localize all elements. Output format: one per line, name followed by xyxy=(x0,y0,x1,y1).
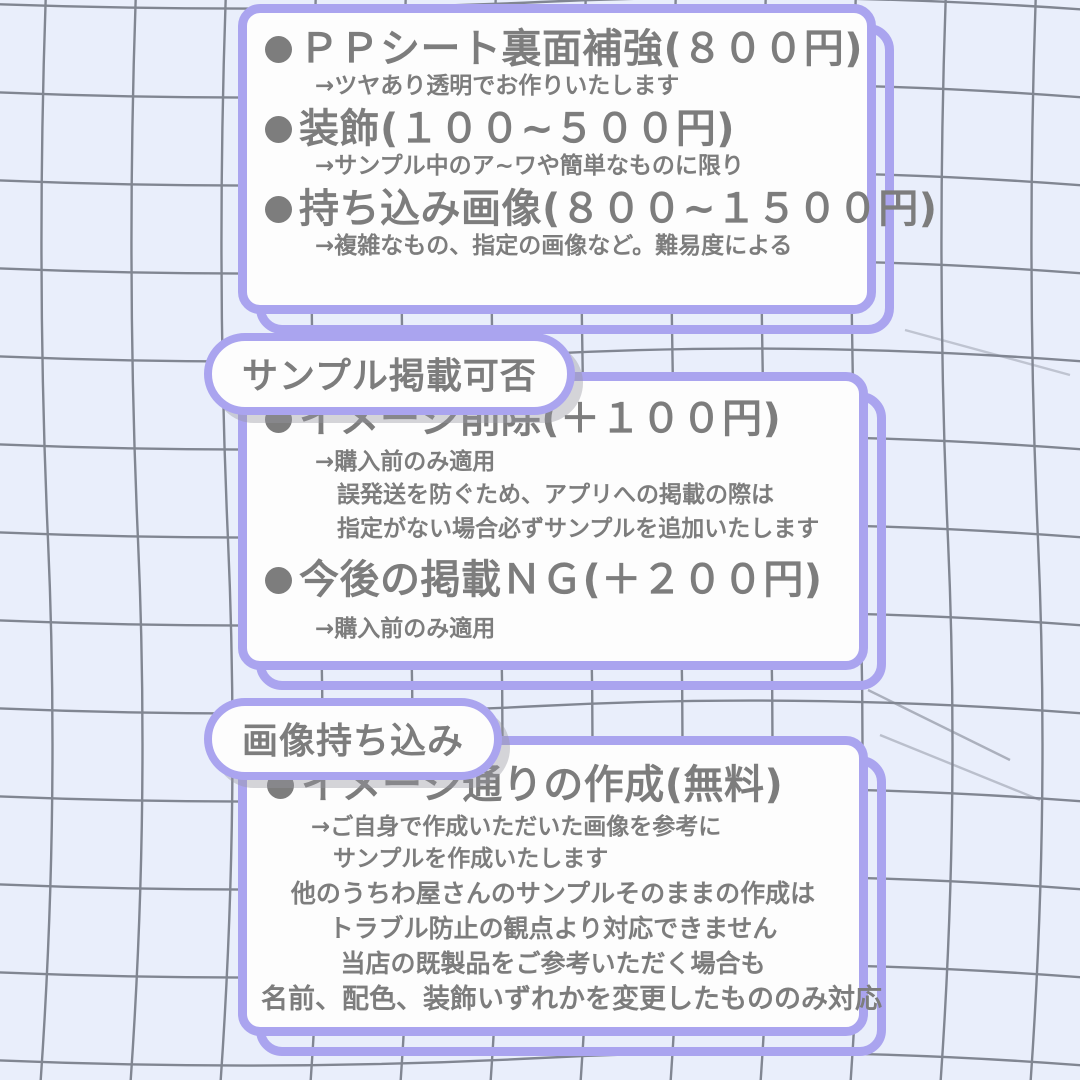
item-note: トラブル防止の観点より対応できません xyxy=(328,913,778,943)
badge-label: サンプル掲載可否 xyxy=(242,356,537,397)
item-note: →ツヤあり透明でお作りいたします xyxy=(315,72,680,99)
bullet-dot xyxy=(265,196,292,224)
item-note: →ご自身で作成いただいた画像を参考に xyxy=(311,813,722,840)
section-badge: サンプル掲載可否 xyxy=(204,333,575,415)
badge-label: 画像持ち込み xyxy=(242,721,465,762)
item-note: →購入前のみ適用 xyxy=(315,448,496,475)
item-note: →購入前のみ適用 xyxy=(315,615,496,642)
card-body: イメージ通りの作成(無料) →ご自身で作成いただいた画像を参考に サンプルを作成… xyxy=(238,736,882,1036)
sample-posting-card: イメージ削除(＋１００円) →購入前のみ適用 誤発送を防ぐため、アプリへの掲載の… xyxy=(238,372,886,690)
list-item: 今後の掲載ＮＧ(＋２００円) xyxy=(265,558,841,603)
item-note: →複雑なもの、指定の画像など。難易度による xyxy=(315,233,793,260)
item-note: 誤発送を防ぐため、アプリへの掲載の際は xyxy=(337,482,774,509)
item-heading: 今後の掲載ＮＧ(＋２００円) xyxy=(299,557,823,604)
item-note: 指定がない場合必ずサンプルを追加いたします xyxy=(337,515,820,542)
bullet-dot xyxy=(265,567,292,594)
card-body: イメージ削除(＋１００円) →購入前のみ適用 誤発送を防ぐため、アプリへの掲載の… xyxy=(238,372,868,670)
item-note: 他のうちわ屋さんのサンプルそのままの作成は xyxy=(290,878,816,908)
item-note: 名前、配色、装飾いずれかを変更したもののみ対応 xyxy=(261,983,882,1015)
badge-sample-posting: サンプル掲載可否 xyxy=(204,333,575,415)
item-note: 当店の既製品をご参考いただく場合も xyxy=(340,948,766,978)
list-item: 装飾(１００~５００円) xyxy=(265,107,849,152)
badge-image-submission: 画像持ち込み xyxy=(204,698,503,780)
list-item: 持ち込み画像(８００~１５００円) xyxy=(265,187,937,232)
bullet-dot xyxy=(265,35,292,63)
item-note: →サンプル中のア~ワや簡単なものに限り xyxy=(315,153,744,180)
item-heading: 装飾(１００~５００円) xyxy=(299,106,736,153)
options-card: ＰＰシート裏面補強(８００円) →ツヤあり透明でお作りいたします 装飾(１００~… xyxy=(238,4,937,334)
item-heading: 持ち込み画像(８００~１５００円) xyxy=(299,186,938,233)
card-body: ＰＰシート裏面補強(８００円) →ツヤあり透明でお作りいたします 装飾(１００~… xyxy=(238,4,937,314)
section-badge: 画像持ち込み xyxy=(204,698,503,780)
item-note: サンプルを作成いたします xyxy=(333,846,609,873)
bullet-dot xyxy=(265,116,292,144)
item-heading: ＰＰシート裏面補強(８００円) xyxy=(299,26,864,72)
image-submission-card: イメージ通りの作成(無料) →ご自身で作成いただいた画像を参考に サンプルを作成… xyxy=(238,736,886,1056)
list-item: ＰＰシート裏面補強(８００円) xyxy=(265,27,863,72)
